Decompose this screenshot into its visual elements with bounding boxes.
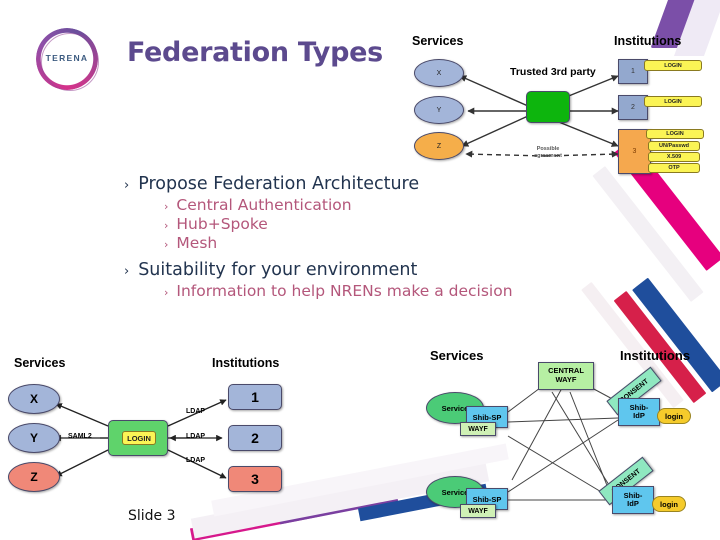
login-node-row1: login — [657, 408, 691, 424]
chevron-right-icon: › — [164, 219, 169, 232]
chevron-right-icon: › — [124, 178, 130, 193]
institution-node-1: 1 — [228, 384, 282, 410]
trusted-third-party-label: Trusted 3rd party — [510, 66, 596, 78]
chevron-right-icon: › — [164, 286, 169, 299]
institution-node-3: 3 — [228, 466, 282, 492]
bullet-text: Suitability for your environment — [138, 260, 418, 280]
institution-node-2: 2 — [618, 95, 648, 120]
bullet-text: Propose Federation Architecture — [138, 174, 420, 194]
ldap-edge-label-3: LDAP — [186, 457, 206, 464]
service-node-y: Y — [414, 96, 464, 124]
service-node-x: X — [414, 59, 464, 87]
bullet-level1: › Suitability for your environment — [124, 260, 594, 280]
bullet-text: Central Authentication — [176, 196, 352, 214]
shib-idp-node-row1: Shib- IdP — [618, 398, 660, 426]
institution-1-login-tag: LOGIN — [644, 60, 702, 71]
services-heading: Services — [412, 34, 464, 48]
chevron-right-icon: › — [164, 238, 169, 251]
bullet-level1: › Propose Federation Architecture — [124, 174, 594, 194]
slide-number: Slide 3 — [128, 508, 176, 524]
service-node-x: X — [8, 384, 60, 414]
login-node-row2: login — [652, 496, 686, 512]
services-heading: Services — [14, 356, 66, 370]
ldap-edge-label-1: LDAP — [186, 408, 206, 415]
institution-2-login-tag: LOGIN — [644, 96, 702, 107]
service-node-z: Z — [8, 462, 60, 492]
diagram-hub-and-spoke: Services Institutions X Y Z LOGIN SAML2 … — [0, 352, 306, 512]
terena-logo: TERENA — [22, 26, 110, 94]
hub-login-tag: LOGIN — [122, 431, 156, 445]
services-heading: Services — [430, 348, 484, 363]
institutions-heading: Institutions — [614, 34, 682, 48]
saml2-edge-label: SAML2 — [68, 433, 92, 440]
institution-node-1: 1 — [618, 59, 648, 84]
chevron-right-icon: › — [124, 264, 130, 279]
bullet-text: Mesh — [176, 234, 218, 252]
institution-node-3: 3 — [618, 129, 651, 174]
trusted-third-party-hub — [526, 91, 570, 123]
bullet-text: Hub+Spoke — [176, 215, 268, 233]
logo-wordmark: TERENA — [45, 53, 89, 63]
institution-3-unpasswd-tag: UN/Passwd — [648, 141, 700, 151]
service-node-y: Y — [8, 423, 60, 453]
bullet-level2: › Mesh — [164, 234, 594, 252]
bullet-level2: › Information to help NRENs make a decis… — [164, 282, 594, 300]
institutions-heading: Institutions — [620, 348, 691, 363]
ldap-edge-label-2: LDAP — [186, 433, 206, 440]
chevron-right-icon: › — [164, 200, 169, 213]
institutions-heading: Institutions — [212, 356, 280, 370]
service-node-z: Z — [414, 132, 464, 160]
shib-idp-node-row2: Shib- IdP — [612, 486, 654, 514]
institution-3-x509-tag: X.509 — [648, 152, 700, 162]
diagram-mesh: Services Institutions CENTRAL WAYF Servi… — [412, 340, 720, 534]
bullet-text: Information to help NRENs make a decisio… — [176, 282, 513, 300]
wayf-node-row1: WAYF — [460, 422, 496, 436]
bullet-list: › Propose Federation Architecture › Cent… — [124, 174, 594, 301]
bullet-level2: › Central Authentication — [164, 196, 594, 214]
central-wayf-node: CENTRAL WAYF — [538, 362, 594, 390]
institution-node-2: 2 — [228, 425, 282, 451]
diagram-trusted-third-party: Services Institutions Trusted 3rd party … — [396, 28, 720, 178]
page-title: Federation Types — [127, 37, 383, 68]
institution-3-login-tag: LOGIN — [646, 129, 704, 139]
logo-outer-ring-icon — [41, 33, 99, 91]
institution-3-otp-tag: OTP — [648, 163, 700, 173]
wayf-node-row2: WAYF — [460, 504, 496, 518]
possible-agreement-label: Possible agreement — [534, 146, 562, 159]
bullet-level2: › Hub+Spoke — [164, 215, 594, 233]
